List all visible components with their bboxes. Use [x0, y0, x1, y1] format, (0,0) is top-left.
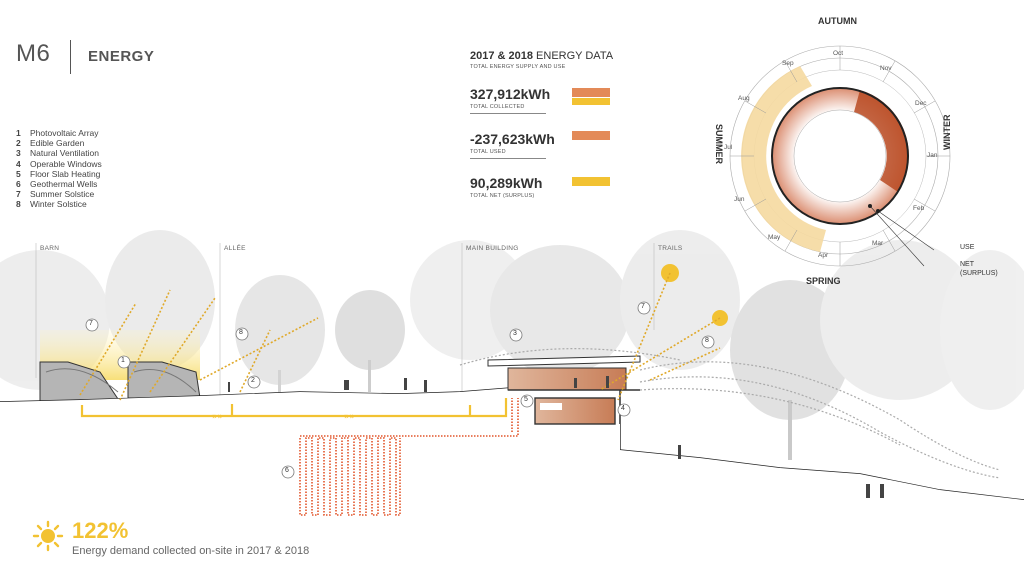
sun-icon: [32, 520, 64, 552]
people-figures: [228, 376, 884, 498]
barn-structures: [39, 361, 201, 403]
callout-label: 6: [285, 467, 289, 474]
energy-data-subheading: TOTAL ENERGY SUPPLY AND USE: [470, 64, 566, 70]
ground-fill: [0, 386, 1024, 582]
callout-markers: [85, 301, 715, 479]
swatch-net: [572, 177, 610, 186]
page-code: M6: [16, 40, 51, 67]
section-label-allee: ALLÉE: [224, 245, 246, 252]
callout-label: 2: [251, 377, 255, 384]
month-label: Oct: [833, 50, 844, 57]
callout-label: 7: [641, 303, 645, 310]
stat-net: 90,289kWh TOTAL NET (SURPLUS): [470, 175, 543, 199]
month-label: Sep: [782, 60, 794, 67]
title-divider: [70, 40, 71, 74]
background-trees: [0, 230, 1024, 460]
month-label: May: [768, 234, 781, 241]
sun-rays: [79, 272, 721, 401]
month-label: Mar: [872, 240, 884, 247]
season-label-autumn: AUTUMN: [818, 16, 857, 26]
month-label: Dec: [915, 100, 927, 107]
energy-wheel: [729, 45, 951, 267]
month-label: Aug: [738, 95, 750, 102]
section-label-main-building: MAIN BUILDING: [466, 245, 519, 252]
net-surplus-band: [741, 66, 826, 252]
month-label: Jun: [734, 196, 745, 203]
stat-collected: 327,912kWh TOTAL COLLECTED: [470, 86, 550, 114]
swatch-used: [572, 131, 610, 140]
season-label-spring: SPRING: [806, 276, 841, 286]
callout-label: 8: [239, 329, 243, 336]
page-title: ENERGY: [88, 48, 155, 65]
main-building: [487, 355, 641, 425]
stat-used: -237,623kWh TOTAL USED: [470, 131, 555, 159]
wheel-key-net: NET: [960, 261, 974, 268]
heating-pipes: [80, 398, 508, 418]
wheel-key-surplus: (SURPLUS): [960, 270, 998, 277]
callout-label: 3: [513, 330, 517, 337]
season-label-winter: WINTER: [942, 114, 952, 151]
section-label-barn: BARN: [40, 245, 60, 252]
section-label-trails: TRAILS: [658, 245, 683, 252]
callout-label: 8: [705, 337, 709, 344]
callout-label: 5: [524, 396, 528, 403]
callout-label: 1: [121, 357, 125, 364]
geothermal-wells: [299, 398, 519, 516]
month-label: Jan: [927, 152, 938, 159]
wheel-key-use: USE: [960, 244, 975, 251]
svg-text:»»: »»: [344, 412, 355, 422]
season-label-summer: SUMMER: [714, 124, 724, 164]
energy-percent: 122%: [72, 518, 129, 543]
callout-label: 7: [89, 320, 93, 327]
month-label: Apr: [818, 252, 829, 259]
ventilation-arcs: [459, 348, 1001, 479]
callout-label: 4: [621, 405, 625, 412]
energy-data-heading: 2017 & 2018 ENERGY DATA: [470, 50, 614, 62]
energy-percent-description: Energy demand collected on-site in 2017 …: [72, 545, 310, 557]
month-label: Feb: [913, 205, 925, 212]
svg-text:»»: »»: [212, 412, 223, 422]
swatch-collected: [572, 88, 610, 105]
month-label: Jul: [724, 144, 733, 151]
month-label: Nov: [880, 65, 892, 72]
section-dividers: [35, 243, 655, 396]
flow-arrows: »» »»: [212, 412, 355, 422]
